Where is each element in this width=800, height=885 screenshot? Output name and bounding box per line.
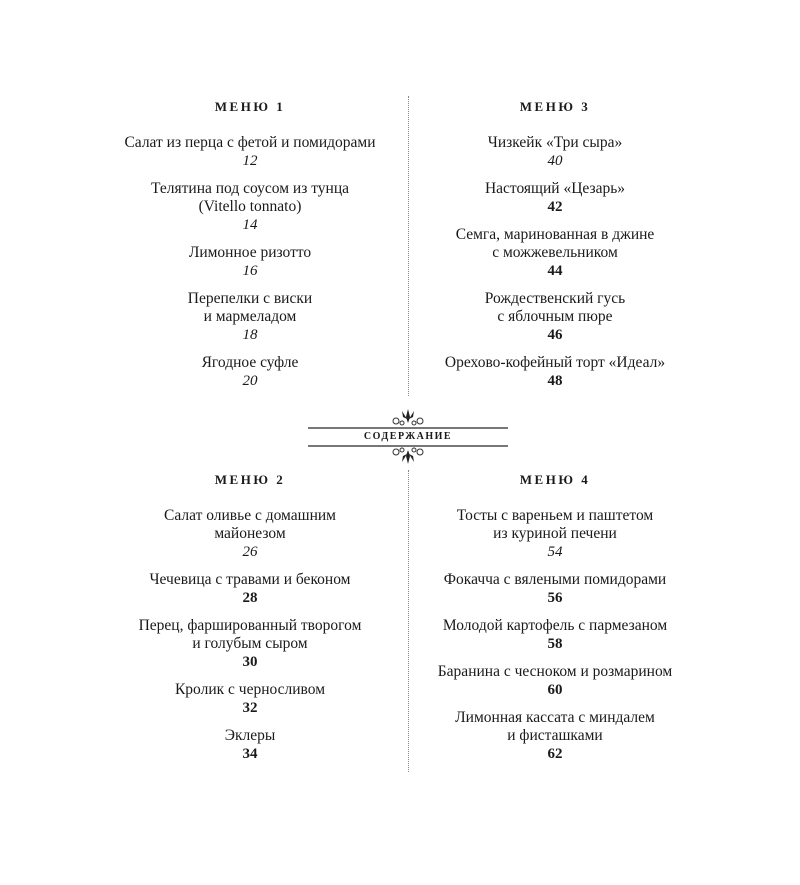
entry-page-number: 44 (547, 263, 563, 279)
flourish-bottom-icon (392, 447, 424, 464)
menu-heading: МЕНЮ 4 (519, 472, 591, 487)
entry-page-number: 26 (242, 544, 258, 560)
contents-title: СОДЕРЖАНИЕ (363, 431, 453, 442)
menu-2-section: МЕНЮ 2 Салат оливье с домашним майонезом 2… (100, 471, 400, 773)
entry-title: Молодой картофель с пармезаном (442, 617, 668, 634)
toc-entry[interactable]: Телятина под соусом из тунца (Vitello to… (100, 180, 400, 234)
toc-entry[interactable]: Орехово-кофейный торт «Идеал» 48 (405, 354, 705, 390)
entry-page-number: 30 (242, 654, 258, 670)
menu-heading: МЕНЮ 1 (214, 99, 286, 114)
entry-title: Тосты с вареньем и паштетом из куриной п… (456, 507, 654, 542)
entry-title: Фокачча с вялеными помидорами (443, 571, 667, 588)
entry-page-number: 12 (242, 153, 258, 169)
toc-entry[interactable]: Настоящий «Цезарь» 42 (405, 180, 705, 216)
toc-entry[interactable]: Ягодное суфле 20 (100, 354, 400, 390)
entry-page-number: 48 (547, 373, 563, 389)
entry-page-number: 28 (242, 590, 258, 606)
entry-page-number: 56 (547, 590, 563, 606)
toc-entry[interactable]: Перец, фаршированный творогом и голубым … (100, 617, 400, 671)
entry-page-number: 46 (547, 327, 563, 343)
entry-page-number: 16 (242, 263, 258, 279)
entry-title: Салат оливье с домашним майонезом (164, 507, 336, 542)
entry-title: Лимонная кассата с миндалем и фисташками (455, 709, 655, 744)
toc-entry[interactable]: Кролик с черносливом 32 (100, 681, 400, 717)
toc-entry[interactable]: Эклеры 34 (100, 727, 400, 763)
toc-entry[interactable]: Салат из перца с фетой и помидорами 12 (100, 134, 400, 170)
entry-title: Чечевица с травами и беконом (149, 571, 351, 588)
vertical-divider-bottom (408, 470, 409, 772)
rule-top (308, 427, 508, 429)
rule-bottom (308, 445, 508, 447)
vertical-divider-top (408, 96, 409, 396)
flourish-top-icon (392, 409, 424, 426)
menu-1-section: МЕНЮ 1 Салат из перца с фетой и помидорам… (100, 98, 400, 400)
entry-title: Орехово-кофейный торт «Идеал» (444, 354, 666, 371)
entry-page-number: 20 (242, 373, 258, 389)
toc-entry[interactable]: Молодой картофель с пармезаном 58 (405, 617, 705, 653)
entry-title: Настоящий «Цезарь» (484, 180, 626, 197)
entry-title: Семга, маринованная в джине с можжевельн… (455, 226, 655, 261)
toc-entry[interactable]: Лимонное ризотто 16 (100, 244, 400, 280)
toc-entry[interactable]: Фокачча с вялеными помидорами 56 (405, 571, 705, 607)
toc-entry[interactable]: Салат оливье с домашним майонезом 26 (100, 507, 400, 561)
menu-heading: МЕНЮ 3 (519, 99, 591, 114)
toc-entry[interactable]: Рождественский гусь с яблочным пюре 46 (405, 290, 705, 344)
entry-title: Перепелки с виски и мармеладом (187, 290, 313, 325)
entry-page-number: 14 (242, 217, 258, 233)
entry-title: Ягодное суфле (201, 354, 299, 371)
menu-4-section: МЕНЮ 4 Тосты с вареньем и паштетом из кур… (405, 471, 705, 773)
entry-page-number: 40 (547, 153, 563, 169)
toc-entry[interactable]: Перепелки с виски и мармеладом 18 (100, 290, 400, 344)
toc-entry[interactable]: Чизкейк «Три сыра» 40 (405, 134, 705, 170)
entry-title: Эклеры (224, 727, 276, 744)
contents-title-ornament: СОДЕРЖАНИЕ (308, 405, 508, 465)
entry-page-number: 58 (547, 636, 563, 652)
entry-page-number: 54 (547, 544, 563, 560)
entry-title: Перец, фаршированный творогом и голубым … (138, 617, 362, 652)
entry-title: Салат из перца с фетой и помидорами (124, 134, 376, 151)
entry-title: Кролик с черносливом (174, 681, 326, 698)
entry-page-number: 62 (547, 746, 563, 762)
entry-page-number: 34 (242, 746, 258, 762)
entry-page-number: 42 (547, 199, 563, 215)
entry-title: Рождественский гусь с яблочным пюре (484, 290, 626, 325)
toc-entry[interactable]: Лимонная кассата с миндалем и фисташками… (405, 709, 705, 763)
entry-title: Лимонное ризотто (188, 244, 312, 261)
toc-entry[interactable]: Тосты с вареньем и паштетом из куриной п… (405, 507, 705, 561)
entry-title: Чизкейк «Три сыра» (487, 134, 623, 151)
menu-heading: МЕНЮ 2 (214, 472, 286, 487)
toc-entry[interactable]: Семга, маринованная в джине с можжевельн… (405, 226, 705, 280)
toc-entry[interactable]: Баранина с чесноком и розмарином 60 (405, 663, 705, 699)
entry-page-number: 32 (242, 700, 258, 716)
entry-title: Телятина под соусом из тунца (Vitello to… (151, 180, 349, 215)
entry-title: Баранина с чесноком и розмарином (437, 663, 673, 680)
toc-entry[interactable]: Чечевица с травами и беконом 28 (100, 571, 400, 607)
entry-page-number: 18 (242, 327, 258, 343)
entry-page-number: 60 (547, 682, 563, 698)
